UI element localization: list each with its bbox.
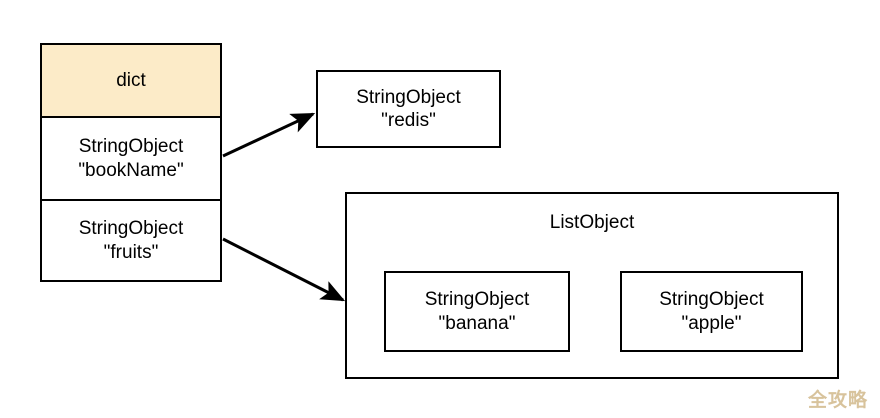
stringobject-banana-value: "banana" — [438, 312, 516, 334]
stringobject-redis: StringObject "redis" — [316, 70, 501, 148]
stringobject-banana-type: StringObject — [424, 289, 530, 311]
stringobject-apple: StringObject "apple" — [620, 271, 803, 352]
dict-header: dict — [42, 45, 220, 118]
dict-entry-bookName-type: StringObject — [78, 136, 184, 158]
dict-header-label: dict — [116, 69, 146, 91]
stringobject-redis-type: StringObject — [356, 86, 461, 108]
dict-entry-bookName-value: "bookName" — [78, 159, 184, 181]
stringobject-apple-value: "apple" — [681, 312, 742, 334]
dict-entry-fruits: StringObject "fruits" — [42, 201, 220, 280]
dict-entry-fruits-type: StringObject — [78, 218, 184, 240]
stringobject-redis-value: "redis" — [381, 110, 436, 131]
listobject-label: ListObject — [549, 212, 635, 233]
stringobject-apple-type: StringObject — [659, 289, 764, 311]
arrow-fruits-to-listobject — [222, 237, 346, 302]
watermark: 全攻略 — [807, 389, 868, 411]
dict-container: dict StringObject "bookName" StringObjec… — [40, 43, 222, 282]
stringobject-banana: StringObject "banana" — [384, 271, 570, 352]
arrow-bookname-to-redis — [222, 112, 316, 158]
dict-entry-bookName: StringObject "bookName" — [42, 118, 220, 201]
dict-entry-fruits-value: "fruits" — [103, 241, 159, 263]
